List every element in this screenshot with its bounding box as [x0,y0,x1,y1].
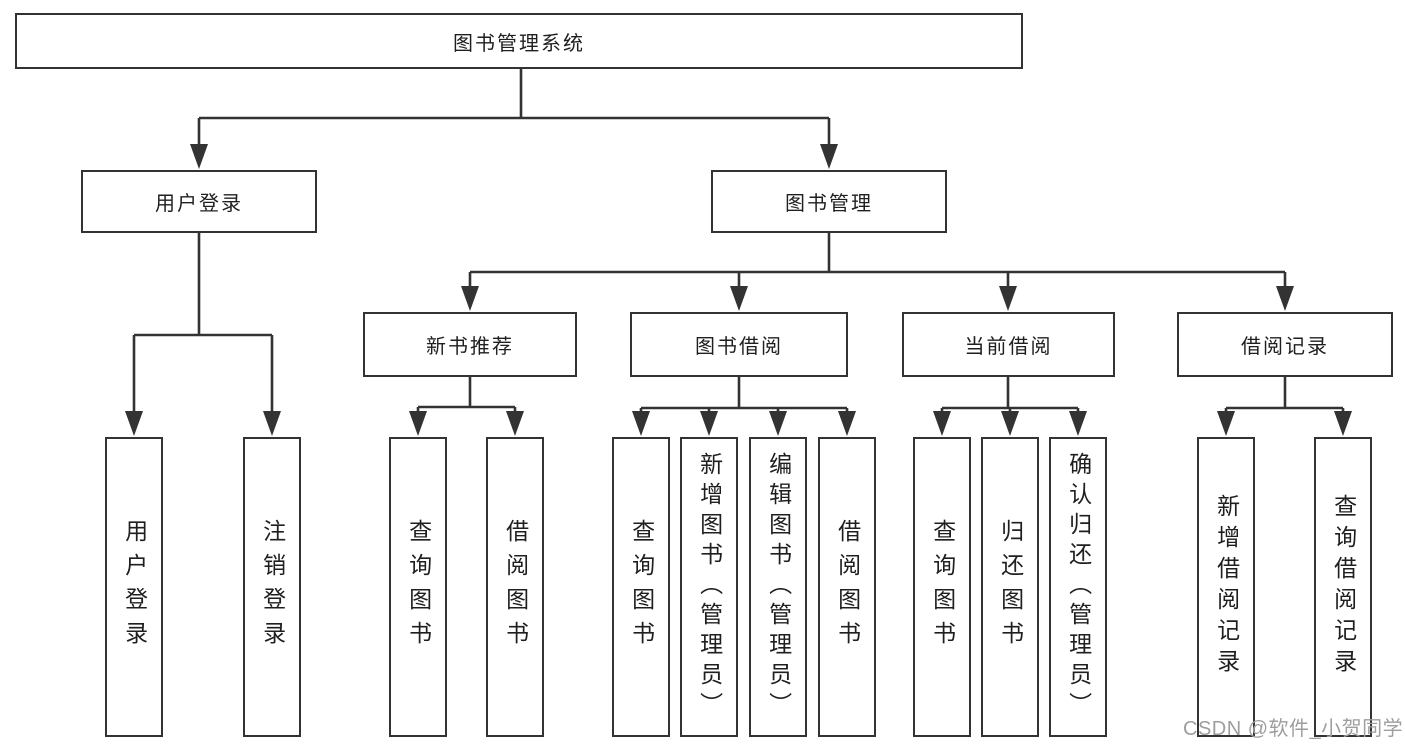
node-current-borrowing: 当前借阅 [902,312,1115,377]
watermark: CSDN @软件_小贺同学 [1183,718,1404,740]
arrowhead-down-icon [1217,411,1235,436]
node-book-borrowing-label: 图书借阅 [695,336,783,358]
node-library-management-system-label: 图书管理系统 [453,32,585,55]
leaf-query-books-recommendation-label: 查询图书 [405,519,432,655]
leaf-query-borrow-record-label: 查询借阅记录 [1330,494,1357,680]
leaf-confirm-return-admin-label: 确认归还（管理员） [1065,452,1092,722]
leaf-add-borrow-record-label: 新增借阅记录 [1213,494,1240,680]
leaf-borrow-books-recommendation-label: 借阅图书 [502,519,529,655]
arrowhead-down-icon [1276,286,1294,311]
node-user-login-label: 用户登录 [155,193,243,215]
leaf-query-books-recommendation: 查询图书 [389,437,447,737]
arrowhead-down-icon [933,411,951,436]
arrowhead-down-icon [461,286,479,311]
leaf-borrow-books-borrowing: 借阅图书 [818,437,876,737]
leaf-query-books-current-label: 查询图书 [929,519,956,655]
leaf-logout: 注销登录 [243,437,301,737]
node-borrowing-records: 借阅记录 [1177,312,1393,377]
arrowhead-down-icon [1069,411,1087,436]
leaf-edit-book-admin: 编辑图书（管理员） [749,437,807,737]
leaf-query-borrow-record: 查询借阅记录 [1314,437,1372,737]
node-new-book-recommendation-label: 新书推荐 [426,336,514,358]
arrowhead-down-icon [632,411,650,436]
arrowhead-down-icon [1334,411,1352,436]
arrowhead-down-icon [190,144,208,169]
node-current-borrowing-label: 当前借阅 [964,336,1053,358]
leaf-add-book-admin: 新增图书（管理员） [680,437,738,737]
arrowhead-down-icon [769,411,787,436]
leaf-logout-label: 注销登录 [259,519,286,655]
node-library-management-system: 图书管理系统 [15,13,1023,69]
leaf-user-login-label: 用户登录 [121,519,148,655]
node-borrowing-records-label: 借阅记录 [1241,336,1329,358]
arrowhead-down-icon [506,411,524,436]
leaf-return-books-label: 归还图书 [997,519,1024,655]
leaf-confirm-return-admin: 确认归还（管理员） [1049,437,1107,737]
arrowhead-down-icon [820,144,838,169]
arrowhead-down-icon [999,286,1017,311]
leaf-query-books-current: 查询图书 [913,437,971,737]
leaf-user-login: 用户登录 [105,437,163,737]
arrowhead-down-icon [838,411,856,436]
node-book-management: 图书管理 [711,170,947,233]
node-book-management-label: 图书管理 [785,193,873,215]
leaf-return-books: 归还图书 [981,437,1039,737]
arrowhead-down-icon [125,411,143,436]
arrowhead-down-icon [409,411,427,436]
leaf-query-books-borrowing: 查询图书 [612,437,670,737]
leaf-borrow-books-borrowing-label: 借阅图书 [834,519,861,655]
node-new-book-recommendation: 新书推荐 [363,312,577,377]
leaf-borrow-books-recommendation: 借阅图书 [486,437,544,737]
node-book-borrowing: 图书借阅 [630,312,848,377]
leaf-edit-book-admin-label: 编辑图书（管理员） [765,452,792,722]
arrowhead-down-icon [263,411,281,436]
node-user-login: 用户登录 [81,170,317,233]
arrowhead-down-icon [1001,411,1019,436]
leaf-add-book-admin-label: 新增图书（管理员） [696,452,723,722]
arrowhead-down-icon [730,286,748,311]
leaf-add-borrow-record: 新增借阅记录 [1197,437,1255,737]
arrowhead-down-icon [700,411,718,436]
leaf-query-books-borrowing-label: 查询图书 [628,519,655,655]
